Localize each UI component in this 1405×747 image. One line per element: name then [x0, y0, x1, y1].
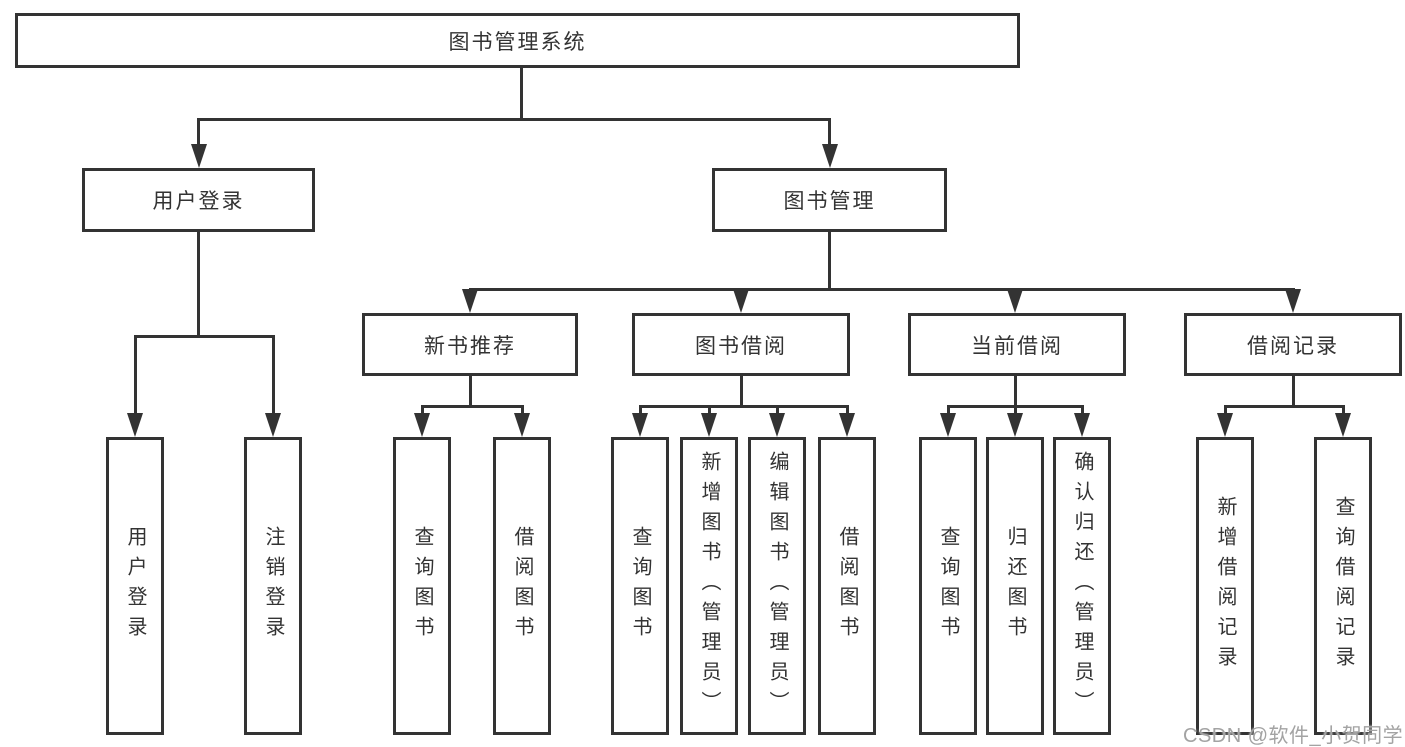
leaf-add-borrow-record: 新增借阅记录	[1196, 437, 1254, 735]
leaf-label: 新增借阅记录	[1214, 496, 1236, 676]
connector-line	[271, 335, 275, 415]
leaf-confirm-return-admin: 确认归还（管理员）	[1053, 437, 1111, 735]
node-user-login: 用户登录	[82, 168, 315, 232]
leaf-label: 借阅图书	[836, 526, 858, 646]
node-current-borrowing: 当前借阅	[908, 313, 1126, 376]
arrow-head	[1335, 413, 1351, 437]
connector-line	[133, 335, 275, 338]
arrow-head	[839, 413, 855, 437]
connector-line	[1223, 405, 1227, 415]
connector-line	[133, 335, 137, 415]
arrow-head	[701, 413, 717, 437]
connector-line	[1013, 376, 1017, 405]
leaf-borrow-books-recommend: 借阅图书	[493, 437, 551, 735]
arrow-head	[190, 144, 207, 168]
leaf-borrow-books: 借阅图书	[818, 437, 876, 735]
leaf-label: 注销登录	[262, 526, 284, 646]
arrow-head	[632, 413, 648, 437]
leaf-label: 确认归还（管理员）	[1071, 451, 1093, 721]
arrow-head	[821, 144, 838, 168]
leaf-edit-books-admin: 编辑图书（管理员）	[748, 437, 806, 735]
node-book-management: 图书管理	[712, 168, 947, 232]
leaf-label: 归还图书	[1004, 526, 1026, 646]
connector-line	[946, 405, 950, 415]
connector-line	[707, 405, 711, 415]
arrow-head	[1007, 413, 1023, 437]
watermark: CSDN @软件_小贺同学	[1183, 725, 1404, 747]
leaf-query-borrow-record: 查询借阅记录	[1314, 437, 1372, 735]
connector-line	[197, 232, 200, 335]
node-borrowing-records: 借阅记录	[1184, 313, 1402, 376]
connector-line	[1223, 405, 1345, 408]
arrow-head	[733, 289, 749, 313]
leaf-user-login: 用户登录	[106, 437, 164, 735]
arrow-head	[1007, 289, 1023, 313]
connector-line	[1013, 405, 1017, 415]
arrow-head	[1074, 413, 1090, 437]
connector-line	[828, 232, 831, 288]
connector-line	[638, 405, 849, 408]
connector-line	[420, 405, 424, 415]
connector-line	[739, 376, 743, 405]
arrow-head	[514, 413, 530, 437]
arrow-head	[462, 289, 478, 313]
leaf-label: 查询借阅记录	[1332, 496, 1354, 676]
connector-line	[468, 288, 1295, 291]
leaf-label: 编辑图书（管理员）	[766, 451, 788, 721]
connector-line	[1291, 376, 1295, 405]
leaf-query-books-borrow: 查询图书	[611, 437, 669, 735]
leaf-label: 新增图书（管理员）	[698, 451, 720, 721]
leaf-add-books-admin: 新增图书（管理员）	[680, 437, 738, 735]
connector-line	[520, 405, 524, 415]
connector-line	[775, 405, 779, 415]
node-book-borrowing: 图书借阅	[632, 313, 850, 376]
arrow-head	[1285, 289, 1301, 313]
connector-line	[519, 68, 523, 118]
arrow-head	[769, 413, 785, 437]
arrow-head	[1217, 413, 1233, 437]
connector-line	[1080, 405, 1084, 415]
connector-line	[197, 118, 200, 146]
connector-line	[638, 405, 642, 415]
arrow-head	[127, 413, 143, 437]
leaf-label: 查询图书	[629, 526, 651, 646]
connector-line	[1341, 405, 1345, 415]
arrow-head	[940, 413, 956, 437]
leaf-return-books: 归还图书	[986, 437, 1044, 735]
connector-line	[197, 118, 831, 121]
leaf-logout: 注销登录	[244, 437, 302, 735]
arrow-head	[414, 413, 430, 437]
leaf-label: 用户登录	[124, 526, 146, 646]
leaf-label: 借阅图书	[511, 526, 533, 646]
leaf-label: 查询图书	[937, 526, 959, 646]
connector-line	[420, 405, 524, 408]
leaf-label: 查询图书	[411, 526, 433, 646]
leaf-query-books-recommend: 查询图书	[393, 437, 451, 735]
leaf-query-books-current: 查询图书	[919, 437, 977, 735]
arrow-head	[265, 413, 281, 437]
node-new-book-recommendation: 新书推荐	[362, 313, 578, 376]
connector-line	[845, 405, 849, 415]
connector-line	[468, 376, 472, 405]
node-library-management-system: 图书管理系统	[15, 13, 1020, 68]
connector-line	[828, 118, 831, 146]
